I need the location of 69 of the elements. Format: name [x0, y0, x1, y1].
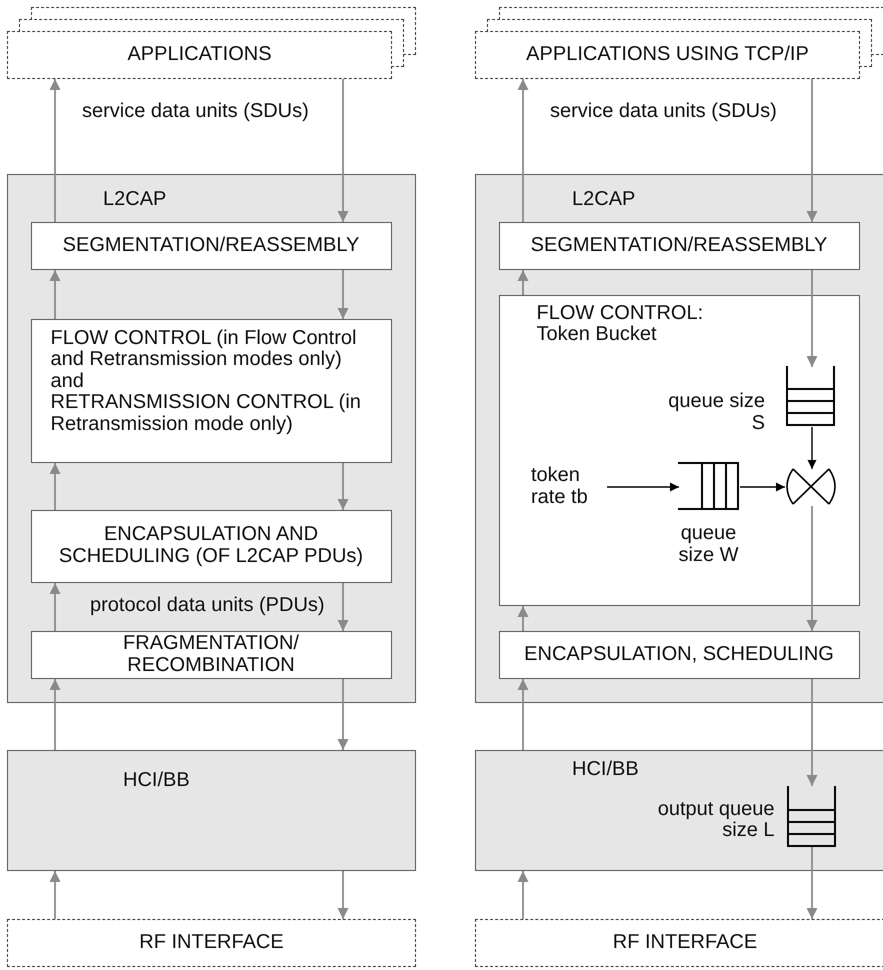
- arrow: [518, 270, 528, 295]
- dashed-box: [475, 919, 883, 967]
- token-rate-label: token rate tb: [531, 465, 606, 509]
- arrow: [806, 506, 818, 631]
- box-label: ENCAPSULATION AND SCHEDULING (OF L2CAP PDUs): [58, 524, 364, 568]
- queue-symbol: [786, 366, 835, 426]
- dashed-box: [7, 31, 392, 79]
- layer-title: L2CAP: [572, 189, 636, 211]
- arrow: [338, 79, 348, 222]
- layer-title: L2CAP: [103, 189, 168, 211]
- box-label: RF INTERFACE: [139, 932, 284, 954]
- arrow: [806, 679, 818, 786]
- arrow: [740, 482, 785, 492]
- box-label: SEGMENTATION/REASSEMBLY: [62, 234, 360, 256]
- queue-size-label: output queue size L: [656, 798, 774, 842]
- queue-symbol: [786, 786, 836, 846]
- box-label: RF INTERFACE: [612, 932, 758, 954]
- arrow: [607, 482, 679, 492]
- layer-panel: [475, 750, 883, 871]
- arrow: [808, 427, 816, 469]
- process-box: [30, 318, 392, 462]
- arrow: [338, 871, 348, 919]
- flow-label: service data units (SDUs): [82, 101, 309, 123]
- arrow: [50, 270, 60, 319]
- box-label: RETRANSMISSION CONTROL (in Retransmission mode only): [50, 392, 362, 436]
- arrow: [50, 679, 60, 750]
- arrow: [50, 871, 60, 919]
- arrow: [50, 79, 60, 222]
- process-box: [30, 630, 392, 678]
- arrow: [50, 583, 60, 631]
- box-label: APPLICATIONS: [127, 44, 272, 66]
- queue-symbol: [678, 462, 739, 510]
- layer-title: HCI/BB: [123, 770, 191, 792]
- box-label: APPLICATIONS USING TCP/IP: [526, 44, 809, 66]
- arrow: [50, 463, 60, 510]
- box-label: Token Bucket: [536, 324, 658, 346]
- box-label: FLOW CONTROL:: [536, 302, 704, 324]
- arrow: [806, 270, 818, 367]
- flow-label: protocol data units (PDUs): [90, 595, 325, 617]
- process-box: [498, 630, 860, 678]
- box-label: FLOW CONTROL (in Flow Control and Retransmission modes only): [50, 328, 358, 371]
- arrow: [518, 606, 528, 631]
- process-box: [498, 294, 860, 606]
- box-label: FRAGMENTATION/ RECOMBINATION: [122, 632, 300, 676]
- arrow: [338, 463, 348, 510]
- box-label: and: [50, 370, 85, 392]
- process-box: [30, 510, 392, 582]
- arrow: [806, 79, 818, 222]
- layer-title: HCI/BB: [572, 759, 640, 781]
- dashed-box: [7, 919, 416, 967]
- layer-panel: [7, 174, 416, 703]
- arrow: [338, 270, 348, 319]
- box-label: ENCAPSULATION, SCHEDULING: [524, 644, 834, 666]
- layer-panel: [475, 174, 883, 703]
- arrow: [806, 847, 818, 919]
- multiplier-symbol: [784, 468, 838, 505]
- box-label: SEGMENTATION/REASSEMBLY: [530, 234, 828, 256]
- flow-label: service data units (SDUs): [550, 101, 777, 123]
- queue-size-label: queue size S: [667, 391, 765, 434]
- arrow: [518, 871, 528, 919]
- process-box: [498, 222, 860, 270]
- queue-size-label: queue size W: [678, 523, 740, 566]
- arrow: [518, 679, 528, 750]
- arrow: [338, 679, 348, 750]
- dashed-box: [475, 31, 860, 79]
- arrow: [338, 583, 348, 631]
- layer-panel: [7, 750, 416, 871]
- arrow: [518, 79, 528, 222]
- process-box: [30, 222, 392, 270]
